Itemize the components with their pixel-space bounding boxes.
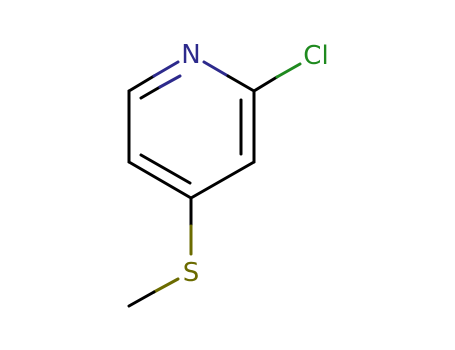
bond-c2-cl-c-half [252,75,279,93]
bond-c6-n-inner-n-half [158,74,182,89]
atom-label-nitrogen: N [181,40,200,70]
atom-label-chlorine: Cl [303,41,328,71]
bond-c3-c4 [189,160,256,200]
bond-c4-c5 [127,160,193,200]
bond-c6-n-n-half [152,60,180,78]
bond-c6-n-c-half [127,74,156,93]
bond-c6-n-inner-c-half [139,85,162,100]
bond-s-ch3-s-half [152,277,180,294]
bond-n-c2-n-half [202,60,230,78]
bond-c4-c5-inner [139,153,192,185]
atom-label-sulfur: S [183,258,200,288]
bond-c2-cl-cl-half [275,62,302,79]
bond-s-ch3-c-half [127,290,156,308]
bond-n-c2-c-half [226,74,256,93]
